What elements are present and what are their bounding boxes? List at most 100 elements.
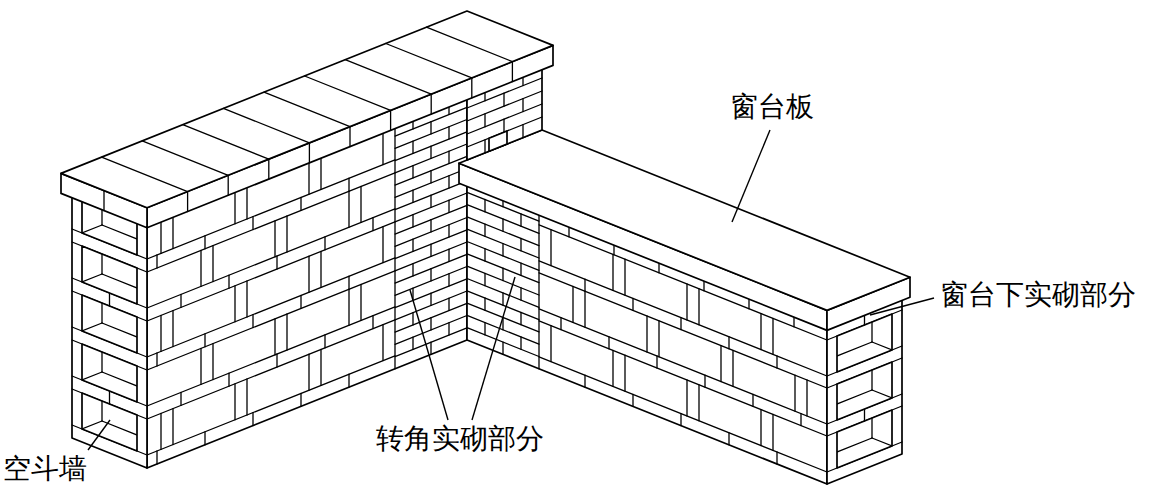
mortar-joint [252, 315, 253, 328]
mortar-joint [864, 409, 865, 421]
mortar-joint [395, 144, 467, 173]
mortar-joint [584, 375, 585, 387]
mortar-joint [522, 125, 523, 138]
mortar-joint [520, 263, 521, 275]
cavity-edge [82, 372, 102, 380]
mortar-joint [160, 315, 161, 351]
corner-brick [489, 131, 507, 151]
mortar-joint [348, 289, 349, 325]
mortar-joint [103, 191, 104, 211]
mortar-joint [624, 259, 625, 295]
mortar-joint [395, 303, 467, 332]
mortar-joint [395, 267, 467, 296]
mortar-joint [426, 27, 512, 61]
mortar-joint [212, 344, 213, 380]
cavity-edge [102, 421, 157, 443]
cavity-edge [156, 309, 157, 345]
part-label: 空斗墙 [3, 454, 87, 485]
mortar-joint [612, 350, 613, 386]
mortar-joint [484, 298, 485, 310]
cavity-edge [101, 336, 102, 372]
mortar-joint [308, 354, 309, 390]
mortar-joint [183, 125, 269, 159]
mortar-joint [430, 122, 431, 134]
mortar-joint [539, 357, 827, 472]
mortar-joint [467, 242, 539, 271]
mortar-joint [412, 141, 413, 153]
part-label: 窗台板 [730, 92, 814, 123]
mortar-joint [467, 328, 539, 357]
cavity-edge [82, 421, 102, 429]
mortar-joint [728, 337, 729, 349]
mortar-joint [300, 393, 301, 406]
mortar-joint [268, 159, 269, 179]
mortar-joint [794, 375, 795, 411]
mortar-joint [760, 410, 761, 446]
mortar-joint [109, 391, 110, 404]
cavity-edge [156, 358, 157, 394]
cavity-edge [102, 274, 157, 296]
leader-line [88, 420, 110, 450]
mortar-joint [698, 385, 699, 421]
mortar-joint [471, 78, 472, 98]
mortar-joint [252, 413, 253, 426]
mortar-joint [160, 413, 161, 449]
cavity-edge [137, 247, 157, 255]
sill-slab-top [459, 130, 910, 310]
mortar-joint [448, 176, 449, 188]
mortar-joint [503, 93, 504, 106]
mortar-joint [608, 337, 609, 349]
mortar-joint [147, 307, 395, 406]
mortar-joint [632, 298, 633, 310]
mortar-joint [412, 337, 413, 349]
cavity-edge [816, 328, 817, 364]
cavity-edge [101, 238, 102, 274]
mortar-joint [147, 258, 395, 357]
cavity-edge [871, 402, 872, 438]
mortar-joint [204, 334, 205, 347]
mortar-joint [539, 309, 827, 424]
mortar-joint [348, 374, 349, 387]
cavity-edge [102, 225, 157, 247]
mortar-joint [776, 356, 777, 368]
mortar-joint [395, 205, 467, 234]
cavity-edge [137, 296, 157, 304]
cavity-edge [872, 390, 892, 398]
mortar-joint [412, 313, 413, 325]
cavity-edge [82, 274, 102, 282]
cavity-edge [102, 323, 157, 345]
mortar-joint [502, 293, 503, 305]
cavity-opening [837, 362, 892, 420]
cavity-edge [816, 424, 817, 460]
mortar-joint [395, 169, 467, 198]
mortar-joint [448, 249, 449, 261]
mortar-joint [520, 214, 521, 226]
mortar-joint [395, 230, 467, 259]
mortar-joint [200, 348, 201, 384]
mortar-joint [386, 44, 472, 78]
mortar-joint [502, 342, 503, 354]
mortar-joint [395, 156, 467, 185]
mortar-joint [147, 271, 395, 370]
mortar-joint [412, 166, 413, 178]
cavity-edge [156, 260, 157, 296]
mortar-joint [467, 279, 539, 308]
mortar-joint [430, 244, 431, 256]
mortar-joint [430, 318, 431, 330]
mortar-joint [680, 318, 681, 330]
mortar-joint [448, 151, 449, 163]
cavity-edge [817, 424, 837, 432]
mortar-joint [320, 251, 321, 287]
mortar-joint [147, 222, 395, 321]
cavity-edge [817, 460, 837, 468]
cavity-edge [137, 345, 157, 353]
mortar-joint [349, 127, 350, 147]
mortar-joint [430, 146, 431, 158]
cavity-opening [82, 344, 137, 402]
cavity-edge [156, 407, 157, 443]
mortar-joint [430, 293, 431, 305]
cavity-edge [817, 342, 872, 364]
mortar-joint [360, 284, 361, 320]
mortar-joint [228, 373, 229, 386]
mortar-joint [412, 239, 413, 251]
